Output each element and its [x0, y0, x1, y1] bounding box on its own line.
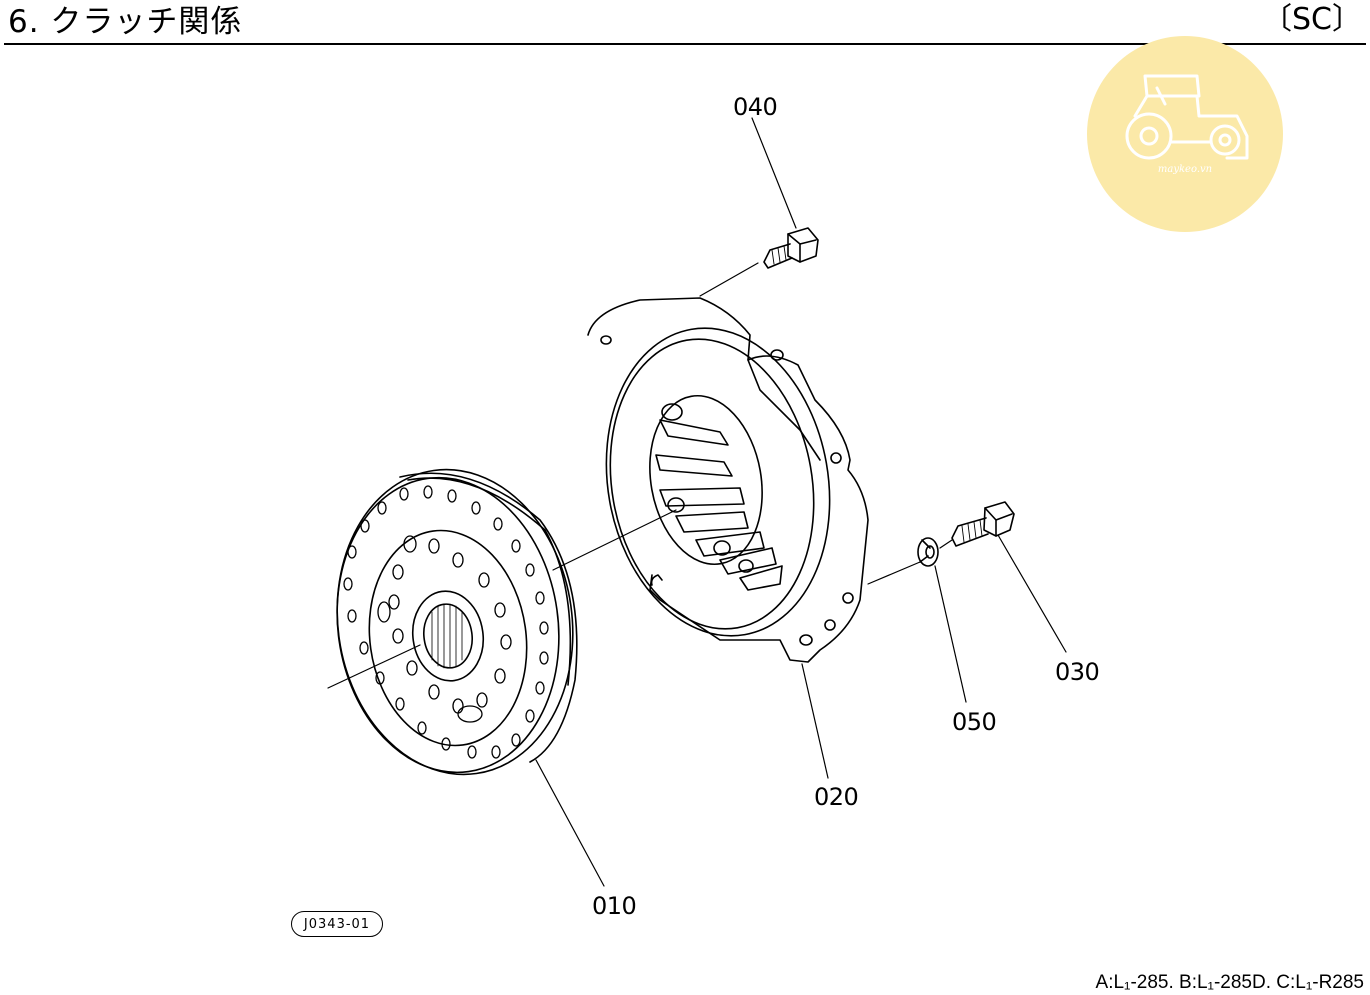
clutch-cover — [587, 297, 869, 663]
lock-washer-050 — [917, 537, 939, 567]
bolt-040 — [763, 227, 819, 269]
part-label-040: 040 — [733, 93, 777, 121]
tractor-icon — [1125, 74, 1249, 160]
section-code: 〔SC〕 — [1262, 2, 1362, 37]
part-label-020: 020 — [814, 783, 858, 811]
watermark-logo: maykeo.vn — [1087, 36, 1283, 232]
clutch-disc — [336, 468, 578, 776]
page-header: 6. クラッチ関係 〔SC〕 — [0, 0, 1370, 46]
watermark-text: maykeo.vn — [1157, 164, 1213, 175]
drawing-id: J0343-01 — [291, 911, 383, 937]
part-label-030: 030 — [1055, 658, 1099, 686]
part-label-010: 010 — [592, 892, 636, 920]
model-applicability-note: A:L₁-285. B:L₁-285D. C:L₁-R285 — [1095, 972, 1364, 993]
page-title: 6. クラッチ関係 — [8, 4, 243, 40]
bolt-030 — [951, 501, 1015, 547]
header-rule — [4, 43, 1366, 45]
part-label-050: 050 — [952, 708, 996, 736]
